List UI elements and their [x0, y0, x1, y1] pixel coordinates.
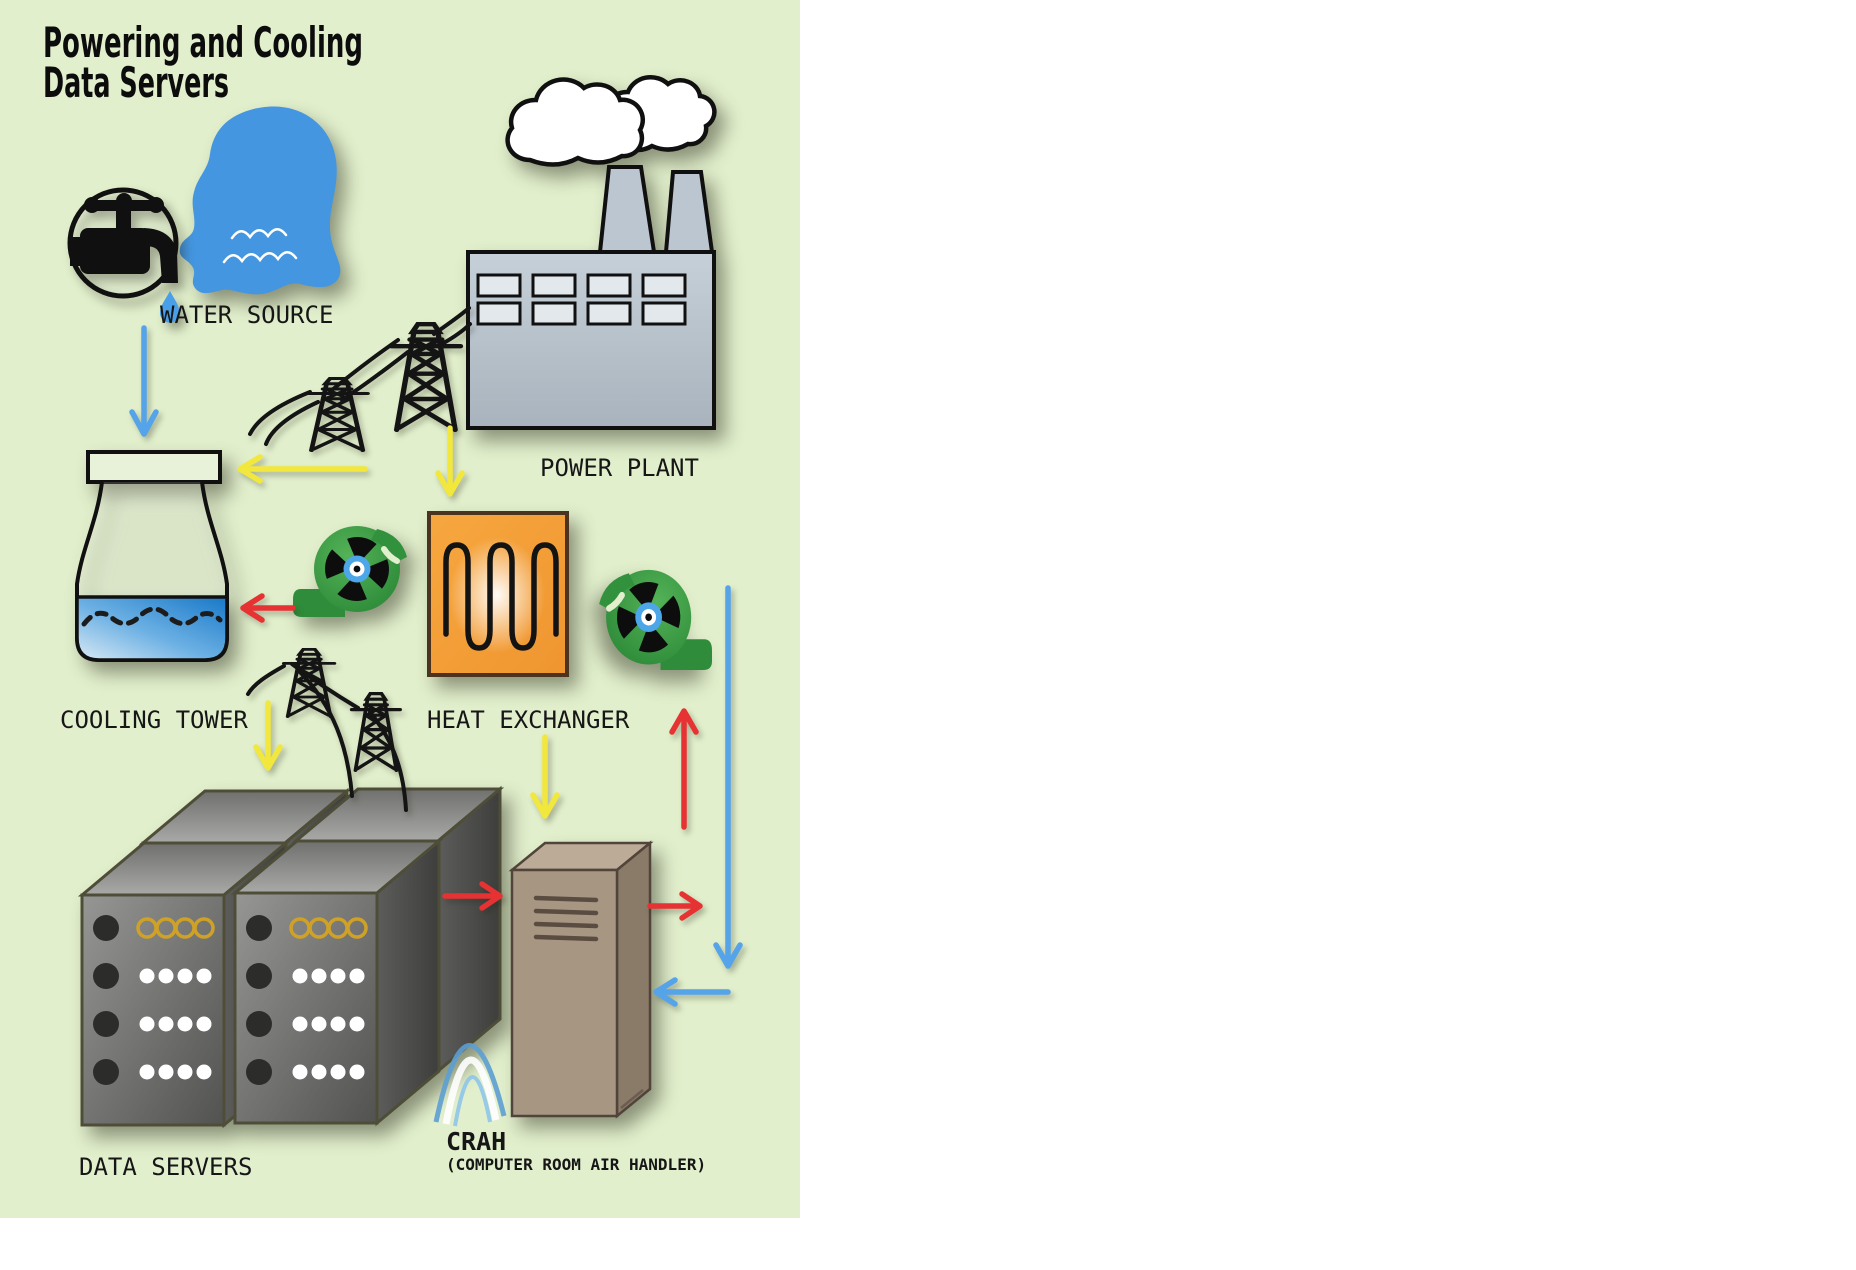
server-indicators	[93, 915, 215, 1085]
label-water-source: WATER SOURCE	[160, 301, 333, 329]
label-crah: CRAH	[446, 1127, 506, 1156]
arrow-hot-up	[669, 708, 699, 830]
label-cooling-tower: COOLING TOWER	[60, 706, 248, 734]
server-indicators	[246, 915, 368, 1085]
arrow-exchanger-to-crah	[530, 734, 560, 819]
label-data-servers: DATA SERVERS	[79, 1153, 252, 1181]
vent-lines-icon	[533, 895, 599, 942]
server-racks-icon	[77, 785, 505, 1129]
label-power-plant: POWER PLANT	[540, 454, 699, 482]
arrow-water-to-tower	[129, 325, 159, 437]
arrow-plant-to-tower	[237, 454, 368, 484]
power-lines-to-servers	[296, 668, 408, 812]
label-heat-exchanger: HEAT EXCHANGER	[427, 706, 630, 734]
factory-icon	[466, 165, 716, 430]
heat-exchanger-icon	[427, 511, 569, 677]
cooling-tower-icon	[75, 450, 229, 662]
power-lines	[248, 306, 472, 446]
smoke-cloud-icon	[505, 74, 717, 167]
arrow-cool-down	[713, 585, 743, 969]
arrow-crah-out-right	[647, 891, 703, 921]
faucet-icon	[67, 187, 180, 323]
server-rack-front-right	[230, 837, 444, 1127]
arrow-pump-to-tower	[240, 593, 296, 623]
coil-icon	[443, 542, 559, 651]
water-body-icon	[179, 106, 341, 295]
power-line	[246, 664, 286, 696]
label-crah-sub: (COMPUTER ROOM AIR HANDLER)	[446, 1155, 706, 1174]
plant-windows	[476, 273, 687, 326]
page-title-line1: Powering and Cooling	[43, 18, 363, 67]
arrow-servers-to-crah	[442, 881, 503, 911]
arrow-plant-to-exchanger	[435, 425, 465, 497]
airflow-waves-icon	[433, 1043, 507, 1127]
arrow-cool-to-crah	[653, 977, 731, 1007]
page-title-line2: Data Servers	[43, 58, 229, 107]
water-drop-icon	[160, 291, 180, 323]
air-handler-icon	[508, 840, 654, 1119]
tower-water	[75, 595, 229, 662]
arrow-plant-to-servers	[253, 700, 283, 771]
